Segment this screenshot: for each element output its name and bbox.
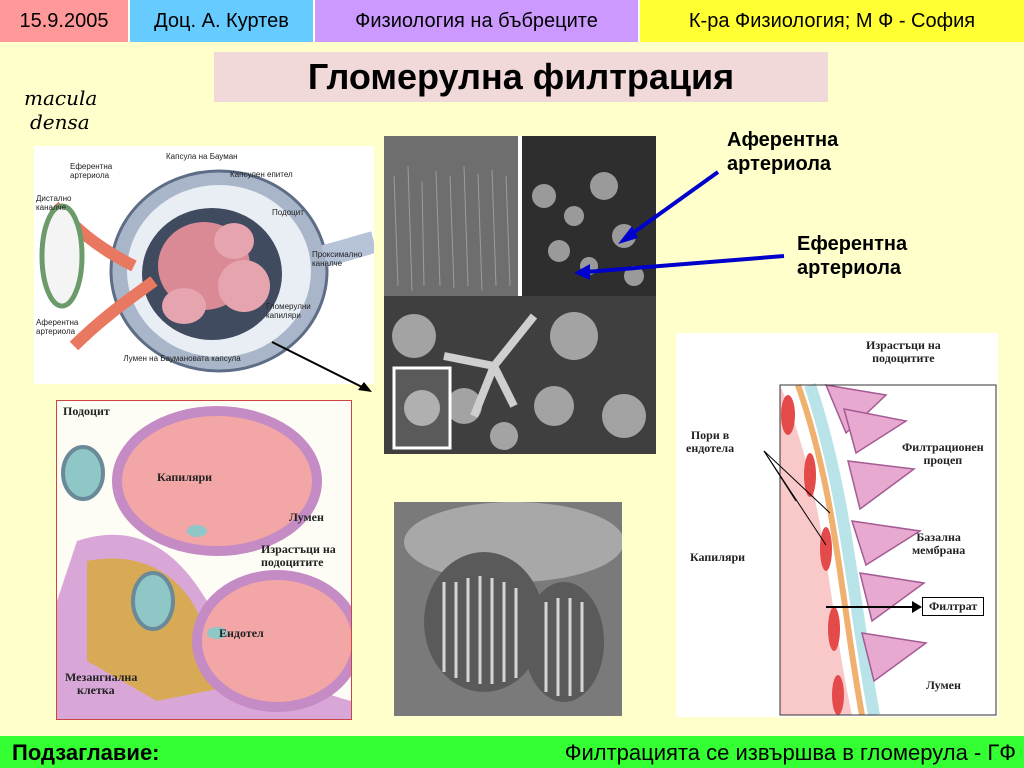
- header-department: К-ра Физиология; М Ф - София: [640, 0, 1024, 42]
- blue-arrows: [574, 170, 785, 280]
- footer-bar: Подзаглавие: Филтрацията се извършва в г…: [0, 736, 1024, 768]
- glomerulus-illustration: [39, 169, 374, 373]
- processes3-line2: подоцитите: [872, 351, 935, 365]
- macula-line2: densa: [30, 110, 90, 134]
- label-efferent-arteriole: Еферентна артериола: [797, 233, 908, 279]
- label-endothelium-2: Ендотел: [219, 626, 264, 640]
- label-slit-3: Филтрационен процеп: [902, 441, 984, 467]
- label-basal-3: Базална мембрана: [912, 531, 965, 557]
- slide-title: Гломерулна филтрация: [214, 52, 828, 102]
- label-capsule: Капсула на Бауман: [166, 152, 238, 161]
- label-podocyte: Подоцит: [272, 208, 304, 217]
- label-afferent-arteriole: Аферентна артериола: [727, 129, 839, 175]
- label-podocyte-2: Подоцит: [63, 404, 110, 418]
- capillary-illustration: [57, 401, 351, 719]
- pointer-arrow: [271, 341, 372, 392]
- label-proximal: Проксимално каналче: [312, 250, 363, 268]
- basal-line1: Базална: [916, 530, 961, 544]
- header-date: 15.9.2005: [0, 0, 130, 42]
- footer-text: Филтрацията се извършва в гломерула - ГФ: [564, 740, 1016, 765]
- pores-line2: ендотела: [686, 441, 735, 455]
- sem-bottom-texture: [394, 502, 622, 716]
- macula-line1: macula: [24, 86, 98, 110]
- sem-middle-texture: [384, 296, 656, 454]
- basal-line2: мембрана: [912, 543, 966, 557]
- label-capillaries-3: Капиляри: [690, 550, 746, 564]
- slit-line1: Филтрационен: [902, 440, 984, 454]
- label-distal: Дистално каналче: [36, 194, 72, 212]
- mesangial-line2: клетка: [77, 683, 115, 697]
- mesangial-line1: Мезангиална: [65, 670, 138, 684]
- label-filtrate-3: Филтрат: [922, 597, 985, 616]
- label-processes-3: Израстъци на подоцитите: [866, 339, 941, 365]
- capillary-diagram: Подоцит Капиляри Лумен Израстъци на подо…: [56, 400, 352, 720]
- pores-line1: Пори в: [690, 428, 730, 442]
- macula-densa-label: macula densa: [24, 86, 97, 134]
- header-course: Физиология на бъбреците: [315, 0, 640, 42]
- label-lumen: Лумен на Баумановата капсула: [123, 354, 241, 363]
- processes-line1: Израстъци на: [261, 542, 336, 556]
- header-author: Доц. А. Куртев: [130, 0, 315, 42]
- label-processes-2: Израстъци на подоцитите: [261, 543, 336, 569]
- filtration-illustration: [763, 383, 997, 717]
- label-lumen-3: Лумен: [926, 678, 961, 692]
- processes3-line1: Израстъци на: [866, 338, 941, 352]
- label-lumen-2: Лумен: [289, 510, 324, 524]
- label-epithelium: Капсулен епител: [230, 170, 293, 179]
- processes-line2: подоцитите: [261, 555, 324, 569]
- sem-image-bottom: [394, 502, 622, 716]
- slit-line2: процеп: [923, 453, 963, 467]
- label-mesangial-2: Мезангиална клетка: [65, 671, 137, 697]
- label-afferent: Аферентна артериола: [36, 318, 79, 336]
- sem-image-middle: [384, 296, 656, 454]
- glomerulus-diagram: Капсула на Бауман Еферентна артериола Ка…: [34, 146, 374, 384]
- label-pores-3: Пори в ендотела: [686, 429, 734, 455]
- label-efferent: Еферентна артериола: [70, 162, 113, 180]
- filtration-barrier-diagram: Израстъци на подоцитите Пори в ендотела …: [676, 333, 998, 717]
- label-capillaries: Гломерулни капиляри: [266, 302, 311, 320]
- footer-label: Подзаглавие:: [12, 740, 160, 765]
- label-capillaries-2: Капиляри: [157, 470, 213, 484]
